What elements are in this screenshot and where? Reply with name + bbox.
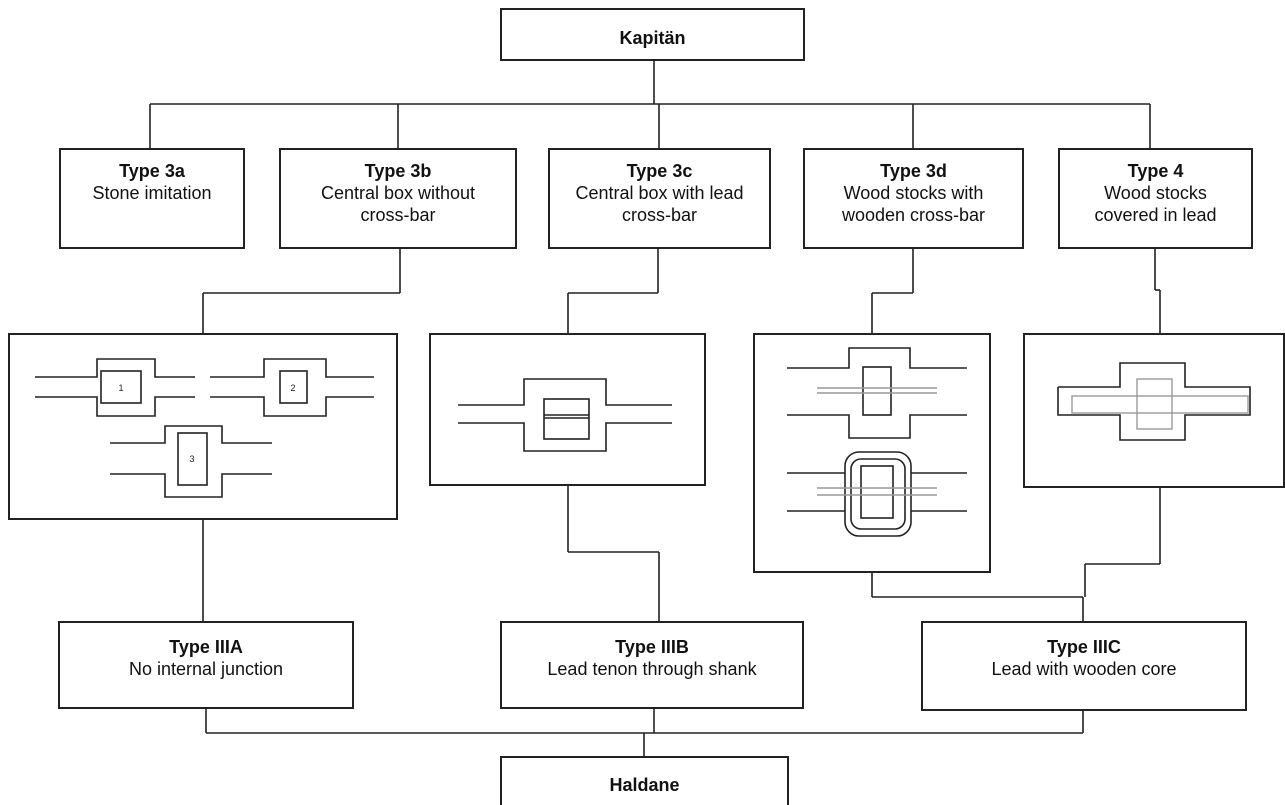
haldane-node: Haldane [500, 756, 789, 805]
kapitan-node: Kapitän [500, 8, 805, 61]
type-3b-node: Type 3b Central box without cross-bar [279, 148, 517, 249]
type-iiib-description: Lead tenon through shank [547, 659, 757, 679]
sketch-label-2: 2 [290, 383, 295, 393]
type-4-title: Type 4 [1127, 161, 1184, 181]
type-iiib-node: Type IIIB Lead tenon through shank [500, 621, 804, 709]
type-3d-title: Type 3d [880, 161, 947, 181]
haldane-title: Haldane [609, 775, 680, 795]
diagram-wood-stocks-with-wooden-cross-bar [753, 333, 991, 573]
diagram-wood-stocks-covered-in-lead [1023, 333, 1285, 488]
kapitan-title: Kapitän [619, 28, 686, 48]
type-3c-title: Type 3c [626, 161, 693, 181]
type-3c-node: Type 3c Central box with lead cross-bar [548, 148, 771, 249]
type-iiic-title: Type IIIC [1047, 637, 1121, 657]
sketch-label-1: 1 [118, 383, 123, 393]
type-3a-title: Type 3a [119, 161, 185, 181]
type-iiia-description: No internal junction [128, 659, 284, 679]
type-4-node: Type 4 Wood stocks covered in lead [1058, 148, 1253, 249]
diagram-central-box-without-cross-bar: 1 2 3 [8, 333, 398, 520]
type-iiib-title: Type IIIB [615, 637, 689, 657]
type-3d-node: Type 3d Wood stocks with wooden cross-ba… [803, 148, 1024, 249]
type-iiia-title: Type IIIA [169, 637, 243, 657]
type-3b-description: Central box without cross-bar [320, 183, 476, 225]
type-3d-description: Wood stocks with wooden cross-bar [841, 183, 986, 225]
type-iiia-node: Type IIIA No internal junction [58, 621, 354, 709]
type-3c-description: Central box with lead cross-bar [575, 183, 744, 225]
type-3a-description: Stone imitation [92, 183, 212, 203]
type-4-description: Wood stocks covered in lead [1094, 183, 1217, 225]
type-3b-title: Type 3b [364, 161, 432, 181]
sketch-label-3: 3 [189, 454, 194, 464]
type-iiic-description: Lead with wooden core [991, 659, 1177, 679]
diagram-central-box-with-lead-cross-bar [429, 333, 706, 486]
type-3a-node: Type 3a Stone imitation [59, 148, 245, 249]
type-iiic-node: Type IIIC Lead with wooden core [921, 621, 1247, 711]
